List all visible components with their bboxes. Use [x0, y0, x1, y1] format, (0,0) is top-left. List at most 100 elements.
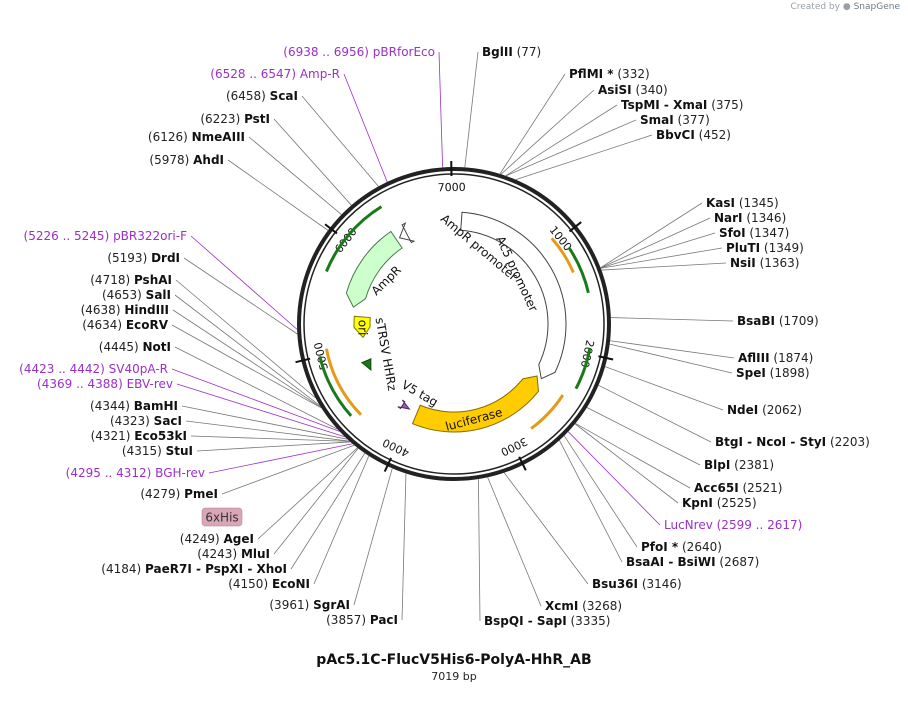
leader-line — [227, 159, 329, 231]
site-name: HindIII — [124, 303, 169, 317]
left-site-label: (4718) PshAI — [90, 273, 172, 287]
left-site-label: (6938 .. 6956) pBRforEco — [283, 45, 435, 59]
orange-arc-1 — [324, 348, 363, 416]
site-coords: (340) — [632, 83, 668, 97]
site-coords: (452) — [695, 128, 731, 142]
site-name: NarI — [714, 211, 743, 225]
site-coords: (2687) — [716, 555, 760, 569]
leader-line — [505, 104, 618, 177]
site-coords: (4344) — [90, 399, 134, 413]
site-name: MluI — [241, 547, 270, 561]
left-site-label: (4184) PaeR7I - PspXI - XhoI — [101, 562, 287, 576]
site-coords: (2203) — [826, 435, 870, 449]
site-coords: (4184) — [101, 562, 145, 576]
left-site-label: (4321) Eco53kI — [91, 429, 187, 443]
left-site-label: (6126) NmeAIII — [148, 130, 245, 144]
leader-line — [600, 232, 716, 269]
leader-line — [575, 423, 691, 489]
backbone-inner-ring — [303, 173, 605, 475]
left-site-label: (6528 .. 6547) Amp-R — [210, 67, 340, 81]
leader-line — [257, 447, 358, 540]
leader-line — [301, 95, 379, 187]
left-site-label: (3961) SgrAI — [269, 598, 350, 612]
site-name: BlpI — [704, 458, 730, 472]
right-site-label: BglII (77) — [482, 45, 541, 59]
leader-line — [600, 217, 711, 269]
site-name: pBRforEco — [373, 45, 435, 59]
site-coords: (3146) — [638, 577, 682, 591]
left-site-label: (5226 .. 5245) pBR322ori-F — [24, 229, 188, 243]
site-coords: (4323) — [110, 414, 154, 428]
leader-line — [499, 73, 566, 175]
leader-line — [290, 453, 366, 570]
leader-line — [175, 279, 316, 399]
site-name: PstI — [244, 112, 270, 126]
plasmid-backbone — [297, 167, 611, 481]
site-name: AsiSI — [598, 83, 632, 97]
site-coords: (1349) — [760, 241, 804, 255]
site-name: PshAI — [134, 273, 172, 287]
site-coords: (6223) — [200, 112, 244, 126]
site-name: NotI — [143, 340, 172, 354]
site-name: PflMI * — [569, 67, 614, 81]
site-coords: (1347) — [746, 226, 790, 240]
feature-strsv-hhrz — [361, 358, 372, 372]
site-name: EcoNI — [272, 577, 310, 591]
orange-arc-2 — [530, 394, 565, 430]
feature-v5-tag — [397, 399, 411, 410]
leader-line — [487, 477, 542, 607]
label-strsv: sTRSV HHRz — [373, 316, 400, 392]
site-name: BamHI — [134, 399, 178, 413]
tick-mark-3000 — [518, 456, 527, 471]
leader-line — [401, 473, 407, 621]
plasmid-length: 7019 bp — [431, 670, 477, 683]
leader-line — [196, 441, 351, 452]
site-name: Eco53kI — [134, 429, 187, 443]
site-name: BspQI - SapI — [484, 614, 567, 628]
site-name: PacI — [370, 613, 398, 627]
right-site-label: SfoI (1347) — [719, 226, 789, 240]
right-site-label: LucNrev (2599 .. 2617) — [664, 518, 802, 532]
label-ori: ori — [356, 320, 370, 336]
site-name: LucNrev — [664, 518, 713, 532]
site-name: BtgI - NcoI - StyI — [715, 435, 826, 449]
right-site-label: PflMI * (332) — [569, 67, 650, 81]
site-name: ScaI — [270, 89, 298, 103]
green-terminator-arc-2 — [318, 355, 353, 417]
leader-line — [610, 340, 735, 359]
site-name: EBV-rev — [127, 377, 173, 391]
right-site-label: SpeI (1898) — [736, 366, 810, 380]
plasmid-name: pAc5.1C-FlucV5His6-PolyA-HhR_AB — [316, 652, 592, 668]
leader-line — [171, 368, 340, 432]
right-site-label: TspMI - XmaI (375) — [621, 98, 743, 112]
site-coords: (1709) — [775, 314, 819, 328]
leader-line — [500, 89, 595, 175]
leader-line — [601, 262, 727, 271]
left-site-label: (4279) PmeI — [140, 487, 218, 501]
site-name: NsiI — [730, 256, 756, 270]
leader-line — [559, 440, 623, 563]
site-name: BsaBI — [737, 314, 775, 328]
tick-mark-5000 — [295, 357, 311, 364]
feature-luciferase — [411, 375, 539, 433]
tick-label-3000: 3000 — [499, 435, 530, 459]
site-coords: (4653) — [102, 288, 146, 302]
site-coords: (2521) — [739, 481, 783, 495]
right-site-label: BsaAI - BsiWI (2687) — [626, 555, 759, 569]
site-coords: (4634) — [82, 318, 126, 332]
left-site-label: (4315) StuI — [122, 444, 193, 458]
left-site-label: (4369 .. 4388) EBV-rev — [37, 377, 173, 391]
left-site-label: (6458) ScaI — [226, 89, 298, 103]
leader-line — [181, 405, 348, 440]
right-site-label: SmaI (377) — [640, 113, 710, 127]
site-name: PluTI — [726, 241, 760, 255]
site-coords: (3857) — [326, 613, 370, 627]
site-name: SacI — [154, 414, 182, 428]
feature-ampr — [345, 230, 403, 308]
leader-line — [190, 235, 298, 330]
site-coords: (5978) — [149, 153, 193, 167]
left-site-label: (4150) EcoNI — [228, 577, 310, 591]
green-terminator-arc-3 — [574, 347, 592, 390]
leader-line — [313, 455, 370, 585]
